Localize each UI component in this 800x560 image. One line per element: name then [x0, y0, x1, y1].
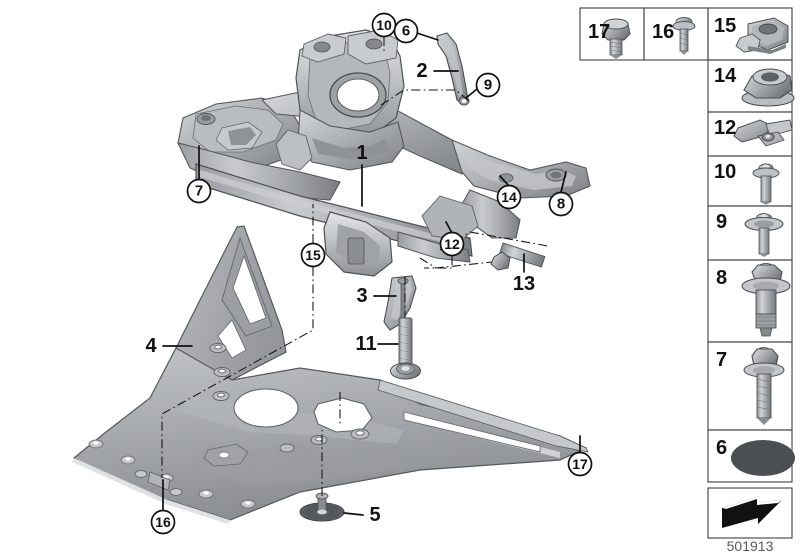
callout-9[interactable]: 9 [484, 77, 492, 94]
legend-art-10 [752, 163, 780, 205]
legend-grid [579, 7, 793, 539]
legend-art-15 [735, 17, 789, 54]
part-2-curved-bracket [436, 32, 470, 106]
callout-2[interactable]: 2 [416, 60, 427, 82]
callout-bubbles [150, 12, 593, 535]
legend-number-8[interactable]: 8 [716, 267, 727, 289]
callout-16[interactable]: 16 [155, 514, 171, 530]
callout-11[interactable]: 11 [355, 333, 376, 355]
callout-3[interactable]: 3 [356, 285, 367, 307]
part-3-support-bracket [383, 275, 417, 331]
legend-art-16 [672, 16, 696, 55]
part-13-through-bolt [490, 242, 546, 271]
legend-art-14 [741, 68, 795, 107]
part-11-long-bolt [390, 317, 421, 380]
callout-14[interactable]: 14 [501, 189, 517, 205]
legend-art-6 [731, 440, 795, 476]
legend-number-15[interactable]: 15 [714, 15, 736, 37]
legend-number-14[interactable]: 14 [714, 65, 737, 87]
part-1-front-axle-subframe [176, 29, 591, 277]
legend-number-7[interactable]: 7 [716, 349, 727, 371]
callout-10[interactable]: 10 [376, 17, 392, 33]
callout-4[interactable]: 4 [145, 335, 157, 357]
legend-art-7 [743, 347, 785, 425]
legend-art-direction-arrow [722, 496, 782, 528]
callout-1[interactable]: 1 [356, 142, 367, 164]
reference-id: 501913 [727, 538, 774, 554]
callout-5[interactable]: 5 [369, 504, 380, 526]
legend-number-17[interactable]: 17 [588, 21, 610, 43]
legend-number-9[interactable]: 9 [716, 211, 727, 233]
legend-art-8 [741, 262, 791, 337]
legend-art-17 [601, 18, 631, 59]
callout-7[interactable]: 7 [195, 183, 203, 200]
legend-number-12[interactable]: 12 [714, 117, 736, 139]
callout-17[interactable]: 17 [572, 456, 588, 472]
legend-number-6[interactable]: 6 [716, 437, 727, 459]
callout-8[interactable]: 8 [557, 196, 565, 213]
legend-number-16[interactable]: 16 [652, 21, 674, 43]
callout-13[interactable]: 13 [513, 273, 535, 295]
callout-15[interactable]: 15 [305, 247, 321, 263]
callout-12[interactable]: 12 [444, 236, 460, 252]
legend-art-12 [733, 119, 793, 147]
legend-art-9 [744, 213, 784, 257]
legend-number-10[interactable]: 10 [714, 161, 736, 183]
callout-6[interactable]: 6 [402, 23, 410, 40]
part-4-underbody-panel [72, 225, 589, 524]
